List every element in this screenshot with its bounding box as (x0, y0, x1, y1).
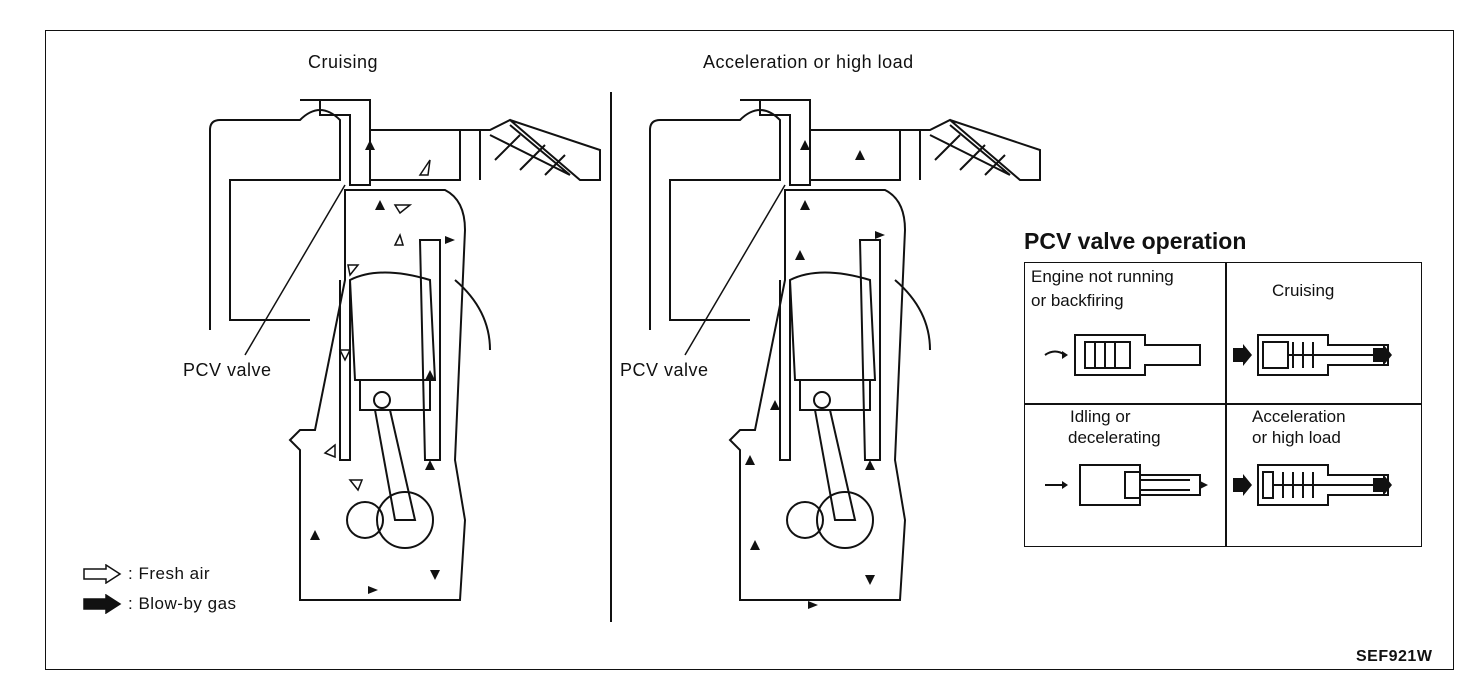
panel-separator (610, 92, 612, 622)
fresh-air-arrow-icon (83, 564, 122, 584)
legend-fresh-air: : Fresh air (128, 564, 211, 583)
legend-blow-by-gas: : Blow-by gas (128, 594, 237, 613)
pcv-valve-label-left: PCV valve (183, 360, 272, 380)
engine-acceleration-diagram (649, 99, 1041, 609)
pcv-leader-right (684, 184, 786, 356)
diagram-frame (45, 30, 1454, 670)
valve-idling-drawing (1045, 464, 1208, 506)
cell-not-running-line1: Engine not running (1031, 267, 1174, 286)
acceleration-title: Acceleration or high load (703, 52, 914, 72)
cell-idling-line2: decelerating (1068, 428, 1161, 447)
figure-code: SEF921W (1356, 648, 1433, 665)
cruising-title: Cruising (308, 52, 379, 72)
cell-accel-line2: or high load (1252, 428, 1341, 447)
cell-cruising-label: Cruising (1272, 281, 1335, 300)
cell-idling-line1: Idling or (1070, 407, 1131, 426)
pcv-operation-title: PCV valve operation (1024, 228, 1247, 254)
blow-by-gas-arrow-icon (83, 594, 122, 614)
pcv-valve-label-right: PCV valve (620, 360, 709, 380)
grid-vertical-divider (1225, 262, 1227, 547)
cell-accel-line1: Acceleration (1252, 407, 1346, 426)
cell-not-running-line2: or backfiring (1031, 291, 1124, 310)
valve-acceleration-drawing (1233, 464, 1392, 506)
engine-cruising-diagram (209, 99, 601, 601)
valve-cruising-drawing (1233, 334, 1392, 376)
pcv-leader-left (244, 184, 346, 356)
valve-not-running-drawing (1044, 334, 1201, 376)
pcv-operation-grid (1024, 262, 1422, 547)
grid-horizontal-divider (1024, 403, 1422, 405)
